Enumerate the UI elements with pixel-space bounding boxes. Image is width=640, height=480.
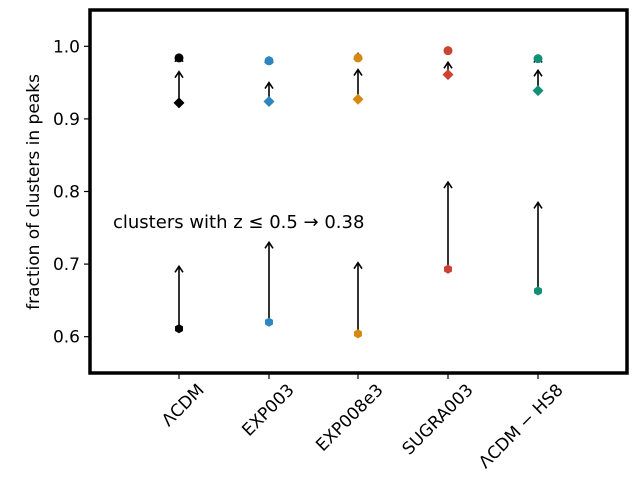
model-2-hexagon-arrow [264,240,274,323]
model-3-hexagon-arrow-head [353,261,363,270]
model-3-hexagon-arrow [353,261,363,334]
y-axis-label: fraction of clusters in peaks [24,74,44,310]
y-tick-label: 0.9 [53,110,80,130]
x-tick-label: ΛCDM − HS8 [475,380,567,472]
y-tick-label: 1.0 [53,37,80,57]
model-1-diamond-arrow-head [174,70,184,79]
model-5-diamond-point [532,85,544,97]
model-2-diamond-arrow-head [264,81,274,90]
model-2-diamond-point [263,95,275,107]
model-4-hexagon-arrow [443,180,453,270]
model-3-circle-point [353,53,363,63]
y-tick-label: 0.7 [53,255,80,275]
chart-marks [173,46,544,339]
annotation-text: clusters with z ≤ 0.5 → 0.38 [113,212,364,233]
model-3-diamond-arrow-head [353,68,363,76]
model-3-diamond-point [352,93,364,105]
model-2-hexagon-point [265,317,273,327]
model-5-diamond-arrow-head [533,68,543,77]
model-3-hexagon-point [354,329,362,339]
x-tick-label: ΛCDM [158,380,208,430]
model-5-hexagon-arrow-head [533,200,543,209]
model-4-hexagon-point [444,264,452,274]
x-tick-label: SUGRA003 [399,380,478,459]
model-1-hexagon-arrow [174,264,184,329]
model-5-circle-point [533,54,543,64]
y-axis: 0.6 0.7 0.8 0.9 1.0 [53,37,90,348]
model-2-circle-point [264,56,274,66]
model-1-hexagon-arrow-head [174,264,184,273]
model-4-hexagon-arrow-head [443,180,453,189]
model-5-hexagon-arrow [533,200,543,291]
x-tick-label: EXP003 [238,380,298,440]
y-tick-label: 0.6 [53,328,80,348]
y-tick-label: 0.8 [53,183,80,203]
model-1-diamond-point [173,97,185,109]
model-4-circle-point [443,46,453,56]
model-4-diamond-arrow-head [443,60,453,69]
x-tick-label: EXP008e3 [312,380,387,455]
model-1-hexagon-point [175,324,183,334]
model-2-hexagon-arrow-head [264,240,274,249]
model-5-hexagon-point [534,286,542,296]
model-1-circle-point [174,53,184,63]
model-4-diamond-point [442,69,454,81]
